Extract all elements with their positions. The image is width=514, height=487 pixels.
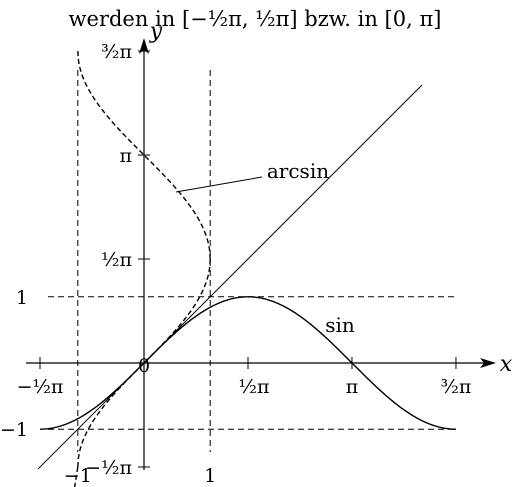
x-tick-label: −½π [17, 376, 64, 398]
x-extra-label: −1 [64, 465, 92, 487]
x-extra-label: 1 [204, 465, 216, 487]
y-tick-label: ³⁄₂π [101, 41, 132, 63]
arcsin-label: arcsin [267, 159, 329, 183]
sin-curve [40, 296, 456, 430]
arcsin-upper-branch [77, 50, 211, 260]
origin-label: 0 [138, 355, 150, 377]
labels: x y 0 −½π ½π π ³⁄₂π −½π ½π π ³⁄₂π 1 −1 −1 1 sin arcsin [0, 19, 513, 487]
arcsin-pointer-line [175, 176, 263, 193]
sin-label: sin [325, 313, 355, 337]
y-axis-arrow [139, 38, 149, 54]
x-tick-label: ³⁄₂π [441, 376, 472, 398]
caption-fragment: werden in [−½π, ½π] bzw. in [0, π] [69, 7, 442, 31]
y-tick-label: ½π [101, 249, 132, 271]
curves [40, 50, 456, 487]
tick-marks [39, 50, 457, 468]
y-tick-label: π [120, 145, 133, 167]
y-tick-label: 1 [16, 287, 28, 309]
y-axis-label: y [149, 19, 163, 44]
arcsin-lower-tail [73, 466, 79, 487]
arcsin-curve [77, 258, 211, 468]
x-tick-label: π [346, 376, 359, 398]
y-tick-label: −1 [0, 419, 28, 441]
x-axis-arrow [480, 358, 496, 368]
x-axis-label: x [500, 352, 513, 377]
y-tick-label: −½π [85, 457, 132, 479]
x-tick-label: ½π [239, 376, 270, 398]
diagonal-line [37, 84, 423, 470]
axes [26, 38, 496, 470]
